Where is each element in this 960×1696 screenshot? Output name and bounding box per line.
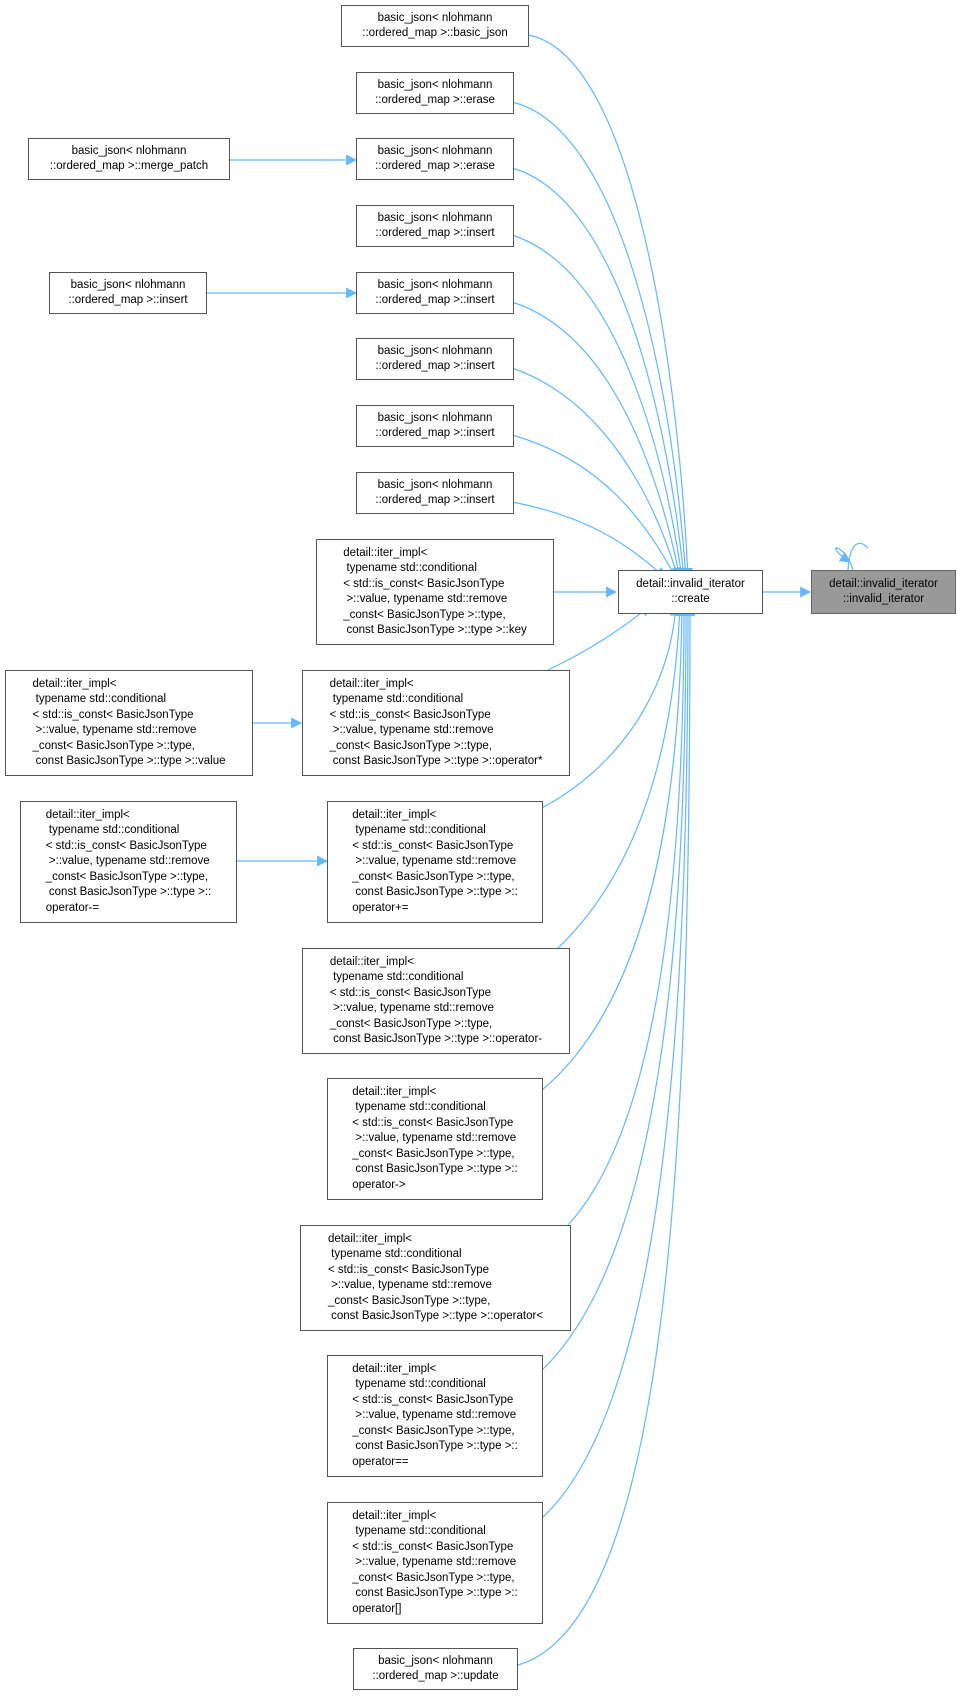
node-basic-json-insert-2[interactable]: basic_json< nlohmann ::ordered_map >::in…	[356, 272, 514, 314]
edge-focus-self	[835, 547, 854, 571]
node-label: basic_json< nlohmann ::ordered_map >::in…	[375, 211, 495, 240]
node-label: detail::iter_impl< typename std::conditi…	[32, 677, 226, 768]
edge-n14-create	[567, 604, 690, 1226]
node-label: detail::invalid_iterator ::invalid_itera…	[829, 577, 938, 606]
node-iter-impl-operator-subscript[interactable]: detail::iter_impl< typename std::conditi…	[327, 1502, 543, 1624]
node-basic-json-insert-4[interactable]: basic_json< nlohmann ::ordered_map >::in…	[356, 405, 514, 447]
node-basic-json-insert-1[interactable]: basic_json< nlohmann ::ordered_map >::in…	[356, 205, 514, 247]
edge-n4-create	[511, 234, 687, 580]
node-label: detail::iter_impl< typename std::conditi…	[352, 1509, 518, 1615]
node-label: detail::iter_impl< typename std::conditi…	[352, 808, 518, 914]
node-label: basic_json< nlohmann ::ordered_map >::me…	[49, 144, 209, 173]
edge-n12-create	[557, 604, 686, 949]
node-label: basic_json< nlohmann ::ordered_map >::in…	[375, 478, 495, 507]
node-label: detail::iter_impl< typename std::conditi…	[329, 677, 543, 768]
node-invalid-iterator-constructor[interactable]: detail::invalid_iterator ::invalid_itera…	[811, 570, 956, 614]
edge-n8-create	[511, 501, 666, 579]
node-iter-impl-operator-minus[interactable]: detail::iter_impl< typename std::conditi…	[302, 948, 570, 1054]
node-invalid-iterator-create[interactable]: detail::invalid_iterator ::create	[618, 570, 763, 614]
node-label: basic_json< nlohmann ::ordered_map >::er…	[375, 78, 495, 107]
node-iter-impl-operator-arrow[interactable]: detail::iter_impl< typename std::conditi…	[327, 1078, 543, 1200]
node-iter-impl-operator-less[interactable]: detail::iter_impl< typename std::conditi…	[300, 1225, 571, 1331]
node-basic-json-update[interactable]: basic_json< nlohmann ::ordered_map >::up…	[353, 1648, 518, 1690]
node-basic-json-erase-2[interactable]: basic_json< nlohmann ::ordered_map >::er…	[356, 138, 514, 180]
node-label: basic_json< nlohmann ::ordered_map >::in…	[375, 411, 495, 440]
node-iter-impl-operator-equal[interactable]: detail::iter_impl< typename std::conditi…	[327, 1355, 543, 1477]
node-basic-json-erase-1[interactable]: basic_json< nlohmann ::ordered_map >::er…	[356, 72, 514, 114]
edge-n17-create	[517, 604, 696, 1666]
node-iter-impl-key[interactable]: detail::iter_impl< typename std::conditi…	[316, 539, 554, 645]
node-basic-json-insert-caller[interactable]: basic_json< nlohmann ::ordered_map >::in…	[49, 272, 207, 314]
edge-n3-create	[511, 167, 689, 580]
edge-n5-create	[511, 301, 684, 580]
edge-n16-create	[541, 604, 694, 1519]
edge-n2-create	[511, 101, 691, 580]
node-label: basic_json< nlohmann ::ordered_map >::er…	[375, 144, 495, 173]
node-label: basic_json< nlohmann ::ordered_map >::in…	[375, 344, 495, 373]
node-basic-json-insert-5[interactable]: basic_json< nlohmann ::ordered_map >::in…	[356, 472, 514, 514]
node-label: basic_json< nlohmann ::ordered_map >::in…	[375, 278, 495, 307]
node-iter-impl-operator-minus-assign[interactable]: detail::iter_impl< typename std::conditi…	[20, 801, 237, 923]
node-label: detail::iter_impl< typename std::conditi…	[327, 1232, 544, 1323]
node-label: detail::iter_impl< typename std::conditi…	[352, 1362, 518, 1468]
node-label: basic_json< nlohmann ::ordered_map >::ba…	[362, 11, 508, 40]
node-iter-impl-operator-deref[interactable]: detail::iter_impl< typename std::conditi…	[302, 670, 570, 776]
edge-n15-create	[541, 604, 692, 1371]
node-iter-impl-value[interactable]: detail::iter_impl< typename std::conditi…	[5, 670, 253, 776]
edge-n6-create	[511, 367, 681, 580]
node-basic-json-insert-3[interactable]: basic_json< nlohmann ::ordered_map >::in…	[356, 338, 514, 380]
edge-n13-create	[541, 604, 688, 1091]
edge-n1-create	[527, 34, 694, 580]
node-label: detail::iter_impl< typename std::conditi…	[329, 955, 543, 1046]
node-label: basic_json< nlohmann ::ordered_map >::up…	[372, 1654, 499, 1683]
node-basic-json-constructor[interactable]: basic_json< nlohmann ::ordered_map >::ba…	[341, 5, 529, 47]
node-label: detail::iter_impl< typename std::conditi…	[343, 546, 527, 637]
node-label: detail::iter_impl< typename std::conditi…	[45, 808, 212, 914]
node-label: detail::invalid_iterator ::create	[636, 577, 745, 606]
node-iter-impl-operator-plus-assign[interactable]: detail::iter_impl< typename std::conditi…	[327, 801, 543, 923]
node-basic-json-merge-patch[interactable]: basic_json< nlohmann ::ordered_map >::me…	[28, 138, 230, 180]
edge-n7-create	[511, 434, 677, 579]
edge-n11-create	[541, 604, 681, 809]
node-label: basic_json< nlohmann ::ordered_map >::in…	[68, 278, 188, 307]
edge-focus-self-loop	[847, 542, 869, 571]
node-label: detail::iter_impl< typename std::conditi…	[352, 1085, 518, 1191]
